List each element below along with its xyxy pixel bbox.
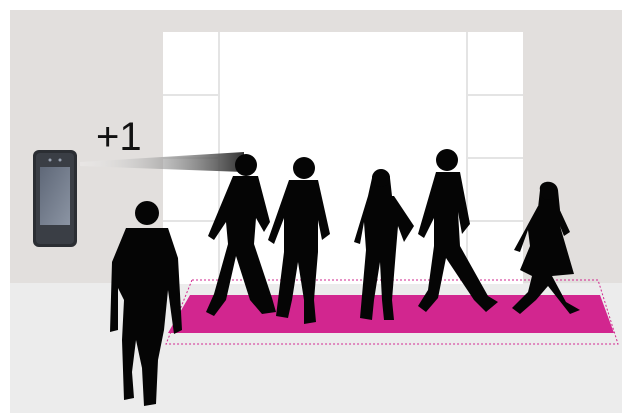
counter-label: +1 [96, 115, 142, 159]
face-recognition-terminal-icon [33, 150, 77, 247]
